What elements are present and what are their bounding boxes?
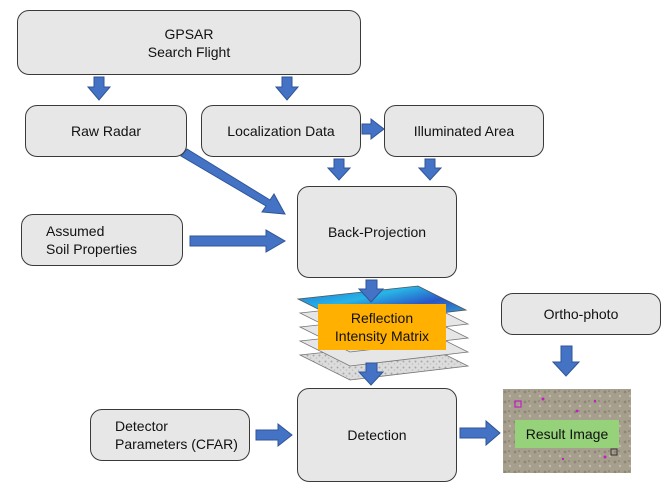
arrow-soil-to-backprojection [189,229,286,253]
result-label-text: Result Image [525,426,609,442]
node-soil-label: Assumed Soil Properties [46,223,138,257]
arrow-localization-to-backprojection [326,158,352,181]
arrow-raw-radar-to-backprojection [180,148,286,215]
arrow-orthophoto-to-result [551,345,581,377]
node-gpsar-label: GPSAR Search Flight [147,25,231,60]
node-detector-label: Detector Parameters (CFAR) [115,418,238,452]
arrow-gpsar-to-raw-radar [86,76,112,101]
node-localization-data: Localization Data [201,105,361,157]
node-detector-parameters: Detector Parameters (CFAR) [90,409,250,461]
node-localization-label: Localization Data [227,123,335,139]
reflection-label-text: Reflection Intensity Matrix [334,310,430,344]
node-orthophoto-label: Ortho-photo [543,306,619,322]
arrow-matrix-to-detection [357,362,385,386]
result-image-label: Result Image [515,420,619,448]
node-raw-radar: Raw Radar [25,105,187,157]
node-detection-label: Detection [347,427,407,443]
arrow-detection-to-result [459,419,501,447]
node-raw-radar-label: Raw Radar [70,123,142,139]
node-ortho-photo: Ortho-photo [501,293,661,335]
node-illuminated-label: Illuminated Area [413,123,515,139]
node-back-projection: Back-Projection [297,186,457,278]
node-illuminated-area: Illuminated Area [384,105,544,157]
node-assumed-soil-properties: Assumed Soil Properties [21,214,183,266]
arrow-illuminated-to-backprojection [417,158,443,181]
arrow-gpsar-to-localization [274,76,300,101]
reflection-intensity-matrix-label: Reflection Intensity Matrix [318,304,446,350]
node-detection: Detection [297,388,457,482]
arrow-detector-to-detection [255,422,293,448]
arrow-backprojection-to-matrix [357,279,385,303]
node-gpsar-search-flight: GPSAR Search Flight [17,10,361,75]
arrow-localization-to-illuminated [361,117,385,141]
node-backprojection-label: Back-Projection [327,224,427,240]
